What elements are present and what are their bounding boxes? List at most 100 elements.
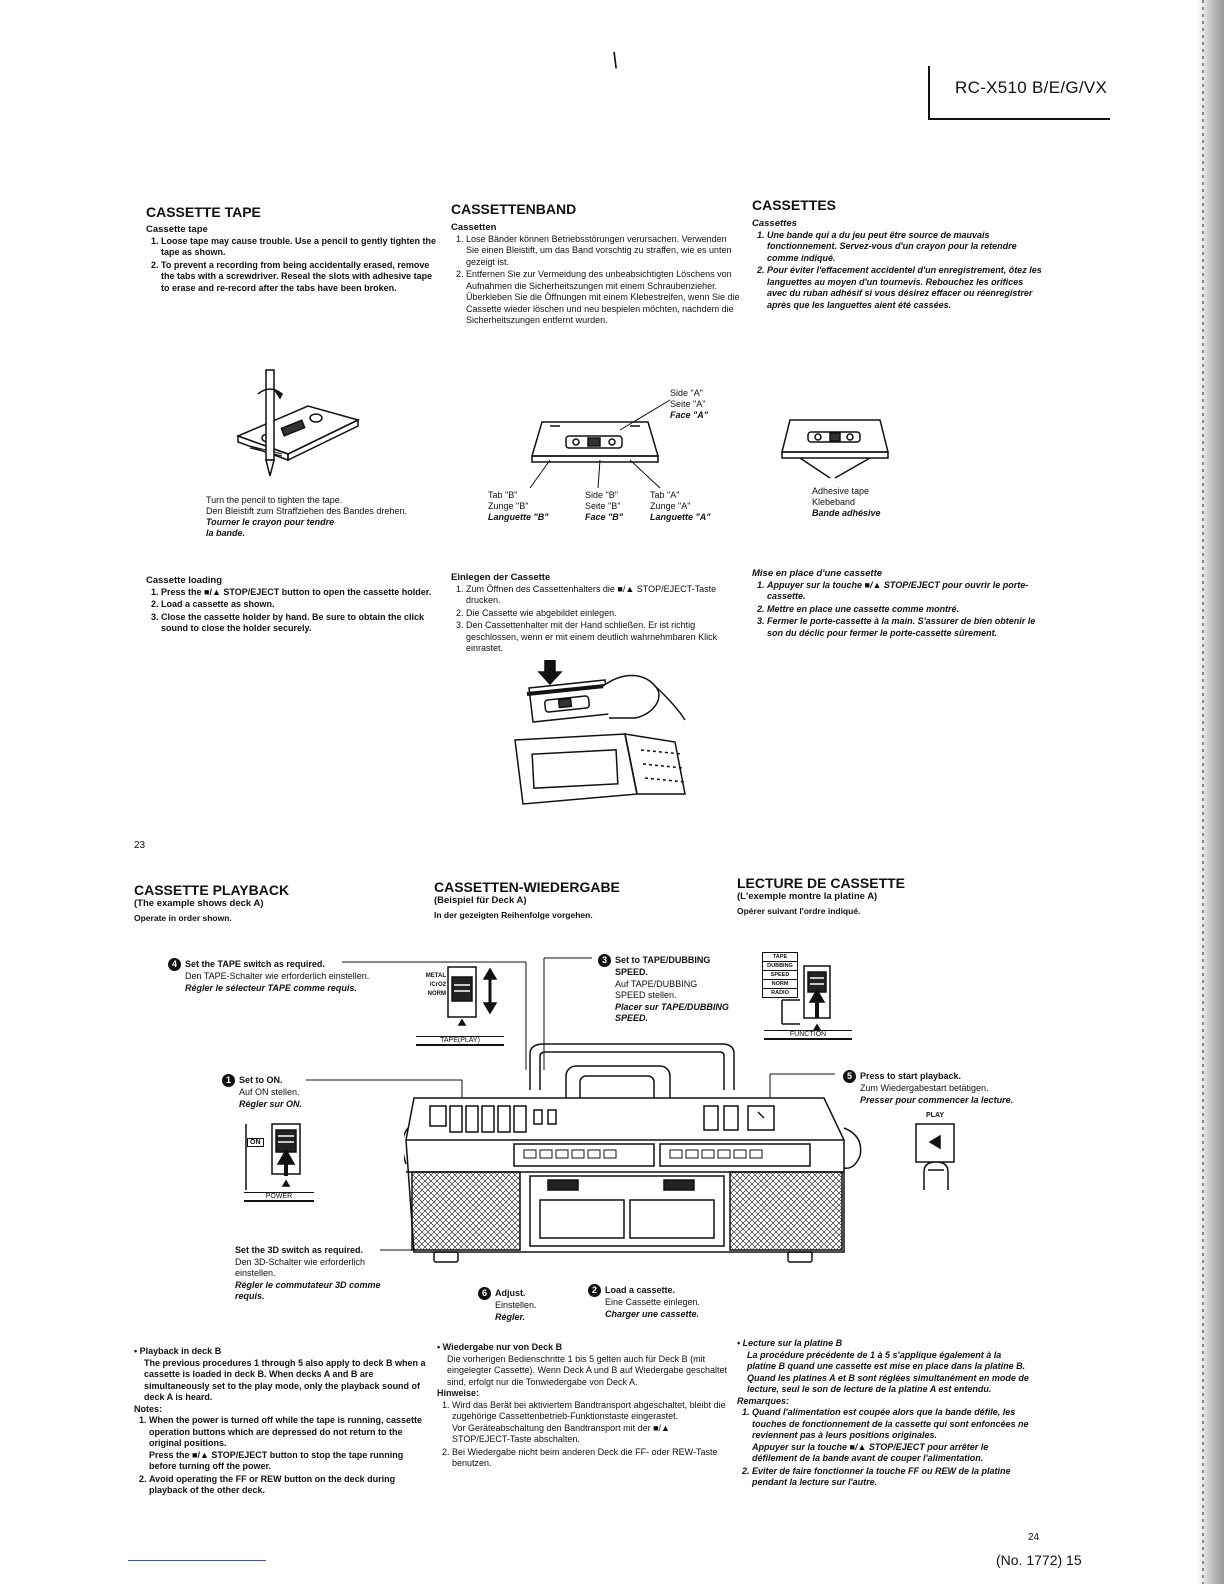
fig2-side-a-label: Side "A" Seite "A" Face "A" bbox=[670, 388, 708, 421]
notes-de-n1: Wird das Berät bei aktiviertem Bandtrans… bbox=[452, 1399, 726, 1422]
loading-en-text: Cassette loading Press the ■/▲ STOP/EJEC… bbox=[146, 575, 438, 636]
tape-fr-sub: Cassettes bbox=[752, 218, 797, 229]
adhesive-tape-figure bbox=[781, 419, 889, 479]
notes-de-item-2: Bei Wiedergabe nicht beim anderen Deck d… bbox=[452, 1447, 729, 1470]
step1-en: Set to ON. bbox=[239, 1074, 283, 1085]
notes-de-n1b: Vor Geräteabschaltung den Bandtransport … bbox=[452, 1422, 670, 1445]
page-number-right: 24 bbox=[1028, 1532, 1040, 1543]
switch-3d-de1: Den 3D-Schalter wie erforderlich bbox=[235, 1256, 366, 1267]
play-button-figure bbox=[915, 1123, 955, 1190]
switch-3d-fr1: Régler le commutateur 3D comme bbox=[235, 1279, 381, 1290]
tape-fr-text: Cassettes Une bande qui a du jeu peut êt… bbox=[752, 218, 1042, 312]
side-b-en: Side "B" bbox=[585, 490, 618, 500]
play-label: PLAY bbox=[926, 1112, 945, 1119]
notes-en-item-2: Avoid operating the FF or REW button on … bbox=[149, 1474, 426, 1497]
loading-de-item-1: Zum Öffnen des Cassettenhalters die ■/▲ … bbox=[466, 584, 741, 607]
side-b-fr: Face "B" bbox=[585, 512, 624, 522]
label-radio: RADIO bbox=[762, 989, 798, 998]
tape-switch-labels: METAL /CrO2 NORM bbox=[416, 972, 446, 999]
label-crO2: /CrO2 bbox=[429, 982, 446, 988]
page-edge-shadow bbox=[1196, 0, 1224, 1584]
notes-de-head: • Wiedergabe nur von Deck B bbox=[437, 1342, 563, 1352]
function-label: FUNCTION bbox=[764, 1030, 852, 1040]
label-on: ON bbox=[247, 1138, 264, 1147]
tab-a-de: Zunge "A" bbox=[650, 501, 691, 511]
step4-fr: Régler le sélecteur TAPE comme requis. bbox=[185, 982, 357, 993]
heading-playback-fr: LECTURE DE CASSETTE bbox=[737, 875, 906, 891]
tape-en-item-1: Loose tape may cause trouble. Use a penc… bbox=[161, 236, 438, 259]
tape-de-item-1: Lose Bänder können Betriebsstörungen ver… bbox=[466, 234, 741, 269]
notes-de-body: Die vorherigen Bedienschritte 1 bis 5 ge… bbox=[447, 1353, 728, 1387]
loading-fr-item-1: Appuyer sur la touche ■/▲ STOP/EJECT pou… bbox=[767, 580, 1042, 603]
model-number: RC-X510 B/E/G/VX bbox=[955, 78, 1108, 97]
notes-fr: • Lecture sur la platine B La procédure … bbox=[737, 1338, 1029, 1490]
loading-fr-item-2: Mettre en place une cassette comme montr… bbox=[767, 604, 1042, 616]
boombox-figure bbox=[404, 1043, 862, 1263]
step2-de: Eine Cassette einlegen. bbox=[605, 1297, 701, 1307]
fig2-tab-a-label: Tab "A" Zunge "A" Languette "A" bbox=[650, 490, 711, 523]
side-a-de: Seite "A" bbox=[670, 399, 706, 409]
tape-fr-item-1: Une bande qui a du jeu peut être source … bbox=[767, 230, 1042, 265]
tape-de-item-2: Entfernen Sie zur Vermeidung des unbeabs… bbox=[466, 269, 741, 327]
loading-fr-item-3: Fermer le porte-cassette à la main. S'as… bbox=[767, 616, 1042, 639]
loading-fr-sub: Mise en place d'une cassette bbox=[752, 568, 883, 579]
fig1-caption-fr1: Tourner le crayon pour tendre bbox=[206, 517, 335, 527]
notes-de-label: Hinweise: bbox=[437, 1388, 480, 1398]
label-metal: METAL bbox=[425, 973, 446, 979]
loading-fr-text: Mise en place d'une cassette Appuyer sur… bbox=[752, 568, 1042, 640]
step5-number: 5 bbox=[843, 1070, 856, 1083]
notes-fr-n1: Quand l'alimentation est coupée alors qu… bbox=[752, 1407, 1029, 1440]
footer-page-ref: (No. 1772) 15 bbox=[996, 1552, 1082, 1568]
playback-en-header: CASSETTE PLAYBACK (The example shows dec… bbox=[134, 882, 289, 923]
step1-de: Auf ON stellen. bbox=[239, 1087, 300, 1097]
function-switch-figure bbox=[781, 965, 831, 1031]
label-dubbing: DUBBING bbox=[762, 962, 798, 971]
power-switch-figure bbox=[245, 1123, 301, 1190]
pencil-cassette-figure bbox=[235, 369, 360, 477]
notes-en-n1: When the power is turned off while the t… bbox=[149, 1415, 423, 1448]
notes-fr-body: La procédure précédente de 1 à 5 s'appli… bbox=[747, 1349, 1029, 1395]
step2-en: Load a cassette. bbox=[605, 1284, 676, 1295]
scan-mark: \ bbox=[610, 47, 620, 74]
fig3-caption: Adhesive tape Klebeband Bande adhésive bbox=[812, 486, 881, 519]
notes-en-item-1: When the power is turned off while the t… bbox=[149, 1415, 426, 1473]
adhesive-fr: Bande adhésive bbox=[812, 508, 881, 518]
adhesive-de: Klebeband bbox=[812, 497, 856, 507]
loading-en-item-3: Close the cassette holder by hand. Be su… bbox=[161, 612, 438, 635]
tab-b-de: Zunge "B" bbox=[488, 501, 529, 511]
loading-de-item-3: Den Cassettenhalter mit der Hand schließ… bbox=[466, 620, 741, 655]
step5-fr: Presser pour commencer la lecture. bbox=[860, 1094, 1014, 1105]
tape-en-text: Cassette tape Loose tape may cause troub… bbox=[146, 224, 438, 295]
tab-a-en: Tab "A" bbox=[650, 490, 680, 500]
notes-fr-item-1: Quand l'alimentation est coupée alors qu… bbox=[752, 1407, 1029, 1465]
side-a-fr: Face "A" bbox=[670, 410, 709, 420]
tape-switch-figure bbox=[447, 966, 498, 1026]
cassette-tabs-figure bbox=[530, 421, 660, 463]
step2-text: 2 Load a cassette. Eine Cassette einlegen… bbox=[588, 1284, 700, 1320]
loading-de-text: Einlegen der Cassette Zum Öffnen des Cas… bbox=[451, 572, 741, 656]
tape-en-sub: Cassette tape bbox=[146, 224, 208, 235]
label-speed: SPEED bbox=[762, 971, 798, 980]
step2-number: 2 bbox=[588, 1284, 601, 1297]
notes-de: • Wiedergabe nur von Deck B Die vorherig… bbox=[437, 1342, 729, 1471]
playback-fr-sub1: (L'exemple montre la platine A) bbox=[737, 891, 878, 902]
step6-fr: Régler. bbox=[495, 1311, 526, 1322]
playback-en-sub2: Operate in order shown. bbox=[134, 913, 232, 923]
label-norm-2: NORM bbox=[762, 980, 798, 989]
step3-en2: SPEED. bbox=[615, 967, 649, 977]
notes-en-n1b: Press the ■/▲ STOP/EJECT button to stop … bbox=[149, 1449, 404, 1472]
fig1-caption-en: Turn the pencil to tighten the tape. bbox=[206, 495, 343, 505]
switch-3d-text: Set the 3D switch as required. Den 3D-Sc… bbox=[235, 1245, 381, 1303]
notes-fr-head: • Lecture sur la platine B bbox=[737, 1338, 843, 1348]
tape-de-text: Cassetten Lose Bänder können Betriebsstö… bbox=[451, 222, 741, 328]
fig1-caption: Turn the pencil to tighten the tape. Den… bbox=[206, 495, 407, 539]
tab-b-en: Tab "B" bbox=[488, 490, 518, 500]
model-box bbox=[928, 66, 1110, 120]
side-a-en: Side "A" bbox=[670, 388, 703, 398]
notes-fr-label: Remarques: bbox=[737, 1395, 790, 1406]
heading-playback-en: CASSETTE PLAYBACK bbox=[134, 882, 290, 898]
